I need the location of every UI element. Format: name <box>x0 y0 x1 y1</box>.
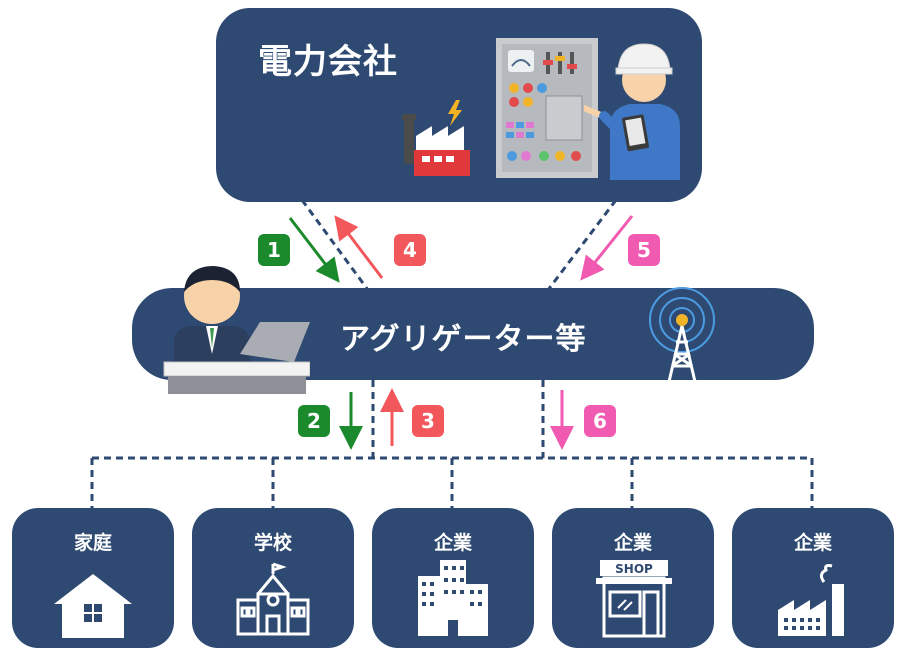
dashed-link-utility-right <box>546 199 618 291</box>
worker-icon <box>584 43 680 180</box>
consumer-label: 家庭 <box>73 532 112 554</box>
antenna-tower-icon <box>649 287 715 388</box>
power-plant-icon <box>402 100 470 176</box>
step-badge-2: 2 <box>298 405 330 437</box>
consumer-box-factory: 企業 <box>732 508 894 648</box>
arrow-1 <box>288 217 340 283</box>
shop-icon: SHOP <box>596 560 672 638</box>
dashed-link-utility-left <box>300 199 370 291</box>
consumer-label: 企業 <box>793 532 832 554</box>
school-icon <box>236 562 310 636</box>
step-badge-6: 6 <box>584 405 616 437</box>
office-building-icon <box>418 560 488 636</box>
aggregator-title: アグリゲーター等 <box>340 322 587 357</box>
step-badge-3: 3 <box>412 405 444 437</box>
utility-title: 電力会社 <box>258 42 398 82</box>
consumer-box-home: 家庭 <box>12 508 174 648</box>
factory-icon <box>778 564 844 636</box>
shop-sign-text: SHOP <box>615 562 653 576</box>
control-panel-icon <box>496 38 598 178</box>
consumer-label: 学校 <box>253 532 292 554</box>
house-icon <box>54 574 132 638</box>
consumer-label: 企業 <box>613 532 652 554</box>
step-badge-4: 4 <box>394 234 426 266</box>
operator-at-laptop-icon <box>163 266 310 394</box>
consumer-box-school: 学校 <box>192 508 354 648</box>
arrow-4 <box>334 215 384 279</box>
consumer-label: 企業 <box>433 532 472 554</box>
consumer-box-office: 企業 <box>372 508 534 648</box>
step-badge-1: 1 <box>258 234 290 266</box>
consumer-box-shop: 企業 SHOP <box>552 508 714 648</box>
arrow-5 <box>580 215 634 281</box>
step-badge-5: 5 <box>628 234 660 266</box>
